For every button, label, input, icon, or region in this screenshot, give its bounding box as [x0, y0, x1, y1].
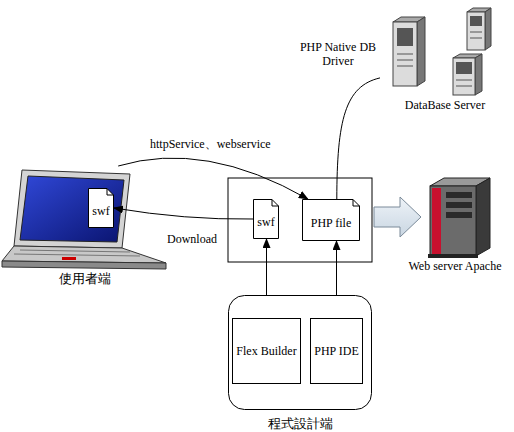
- flow-connector: [337, 78, 380, 199]
- tower-panel: [456, 62, 472, 74]
- file-icon: swf: [253, 199, 279, 239]
- file-icon: swf: [88, 188, 114, 228]
- tower-base: [428, 254, 478, 258]
- file-name: PHP file: [311, 211, 352, 230]
- tower-side: [475, 54, 482, 95]
- tool-name: Flex Builder: [236, 344, 296, 358]
- client-laptop: 使用者端 swf: [2, 166, 168, 286]
- tool-name: PHP IDE: [314, 344, 359, 358]
- document-fold: [272, 200, 279, 207]
- tower-front: [430, 186, 476, 256]
- touchpad-button: [62, 257, 76, 260]
- drive-bay: [446, 202, 472, 208]
- tower-slot: [397, 66, 413, 67]
- group-label: 程式設計端: [268, 416, 333, 431]
- server-region: [228, 178, 372, 262]
- document-fold: [353, 200, 360, 207]
- tower-front: [393, 22, 417, 86]
- tower-front: [467, 12, 485, 50]
- laptop-lid: [14, 170, 130, 248]
- client-label: 使用者端: [59, 271, 111, 286]
- drive-bay: [446, 212, 472, 218]
- laptop-screen: [20, 176, 124, 242]
- tower-side: [417, 17, 425, 86]
- document-page: [303, 200, 360, 241]
- tower-slot: [456, 80, 472, 81]
- tool-box: PHP IDE: [310, 318, 363, 384]
- tool-box: Flex Builder: [232, 318, 301, 384]
- edge-label: httpService、webservice: [148, 137, 273, 151]
- edge-label: Download: [165, 232, 219, 246]
- developer-group: 程式設計端 Flex Builder PHP IDE: [228, 295, 372, 431]
- rounded-frame: [229, 296, 372, 410]
- flow-connector: [114, 208, 253, 219]
- tower-side: [485, 8, 491, 50]
- keyboard-line: [20, 250, 130, 252]
- laptop-edge: [2, 261, 166, 269]
- tower-front: [453, 58, 475, 95]
- tower-side: [476, 178, 490, 256]
- edge-label: PHP Native DB Driver: [288, 40, 388, 68]
- tower-panel: [470, 16, 482, 26]
- tower-slot: [470, 32, 482, 33]
- document-page: [254, 200, 279, 239]
- web-server-tower: [428, 178, 490, 258]
- red-strip: [432, 188, 441, 254]
- block-arrow: [374, 197, 421, 237]
- tower-slot: [397, 54, 413, 55]
- file-name: swf: [92, 199, 109, 218]
- file-icon: PHP file: [302, 199, 360, 241]
- flow-connector: [118, 158, 308, 199]
- tower-slot: [397, 60, 413, 61]
- tower-panel: [397, 28, 413, 46]
- file-name: swf: [257, 210, 274, 229]
- drive-bay: [446, 192, 472, 198]
- laptop-base: [2, 246, 166, 263]
- server-label: DataBase Server: [405, 98, 485, 112]
- database-server: DataBase Server: [380, 2, 510, 112]
- document-page: [89, 189, 114, 228]
- db-tower: [393, 17, 425, 86]
- server-label: Web server Apache: [409, 259, 502, 273]
- tower-slot: [456, 86, 472, 87]
- document-fold: [107, 189, 114, 196]
- web-server: Web server Apache: [398, 175, 512, 273]
- db-tower: [453, 54, 482, 95]
- tower-slot: [470, 38, 482, 39]
- db-tower: [467, 8, 491, 50]
- keyboard-line: [14, 254, 140, 256]
